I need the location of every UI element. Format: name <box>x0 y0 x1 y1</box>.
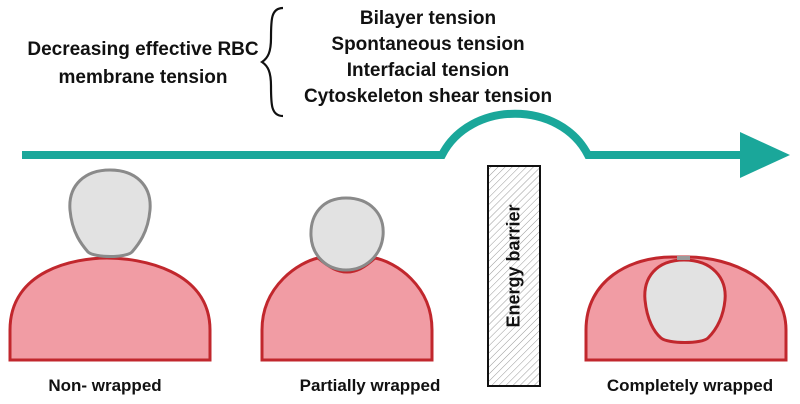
tension-item-bilayer: Bilayer tension <box>359 8 497 29</box>
stage-label-non-wrapped: Non- wrapped <box>48 376 162 395</box>
tension-item-cytoskeleton: Cytoskeleton shear tension <box>303 86 553 107</box>
tension-item-spontaneous: Spontaneous tension <box>331 34 525 55</box>
stage-label-completely-wrapped: Completely wrapped <box>606 376 774 395</box>
particle-non-wrapped <box>68 168 152 258</box>
energy-barrier-label: Energy barrier <box>503 204 524 328</box>
rbc-membrane-partially-wrapped <box>260 256 434 362</box>
stage-label-partially-wrapped: Partially wrapped <box>299 376 441 395</box>
energy-path-arrow <box>22 109 745 159</box>
particle-completely-wrapped <box>643 258 727 344</box>
membrane-tension-label-line1: Decreasing effective RBC <box>27 39 259 60</box>
membrane-tension-label-line2: membrane tension <box>58 67 228 88</box>
energy-barrier-box <box>487 165 541 387</box>
arrow-head <box>740 132 790 178</box>
curly-brace <box>260 6 284 118</box>
membrane-tension-label: Decreasing effective RBC membrane tensio… <box>8 36 278 92</box>
particle-partially-wrapped <box>309 196 385 272</box>
tension-item-interfacial: Interfacial tension <box>346 60 510 81</box>
rbc-membrane-non-wrapped <box>8 256 212 362</box>
tension-list: Bilayer tension Spontaneous tension Inte… <box>288 6 568 110</box>
